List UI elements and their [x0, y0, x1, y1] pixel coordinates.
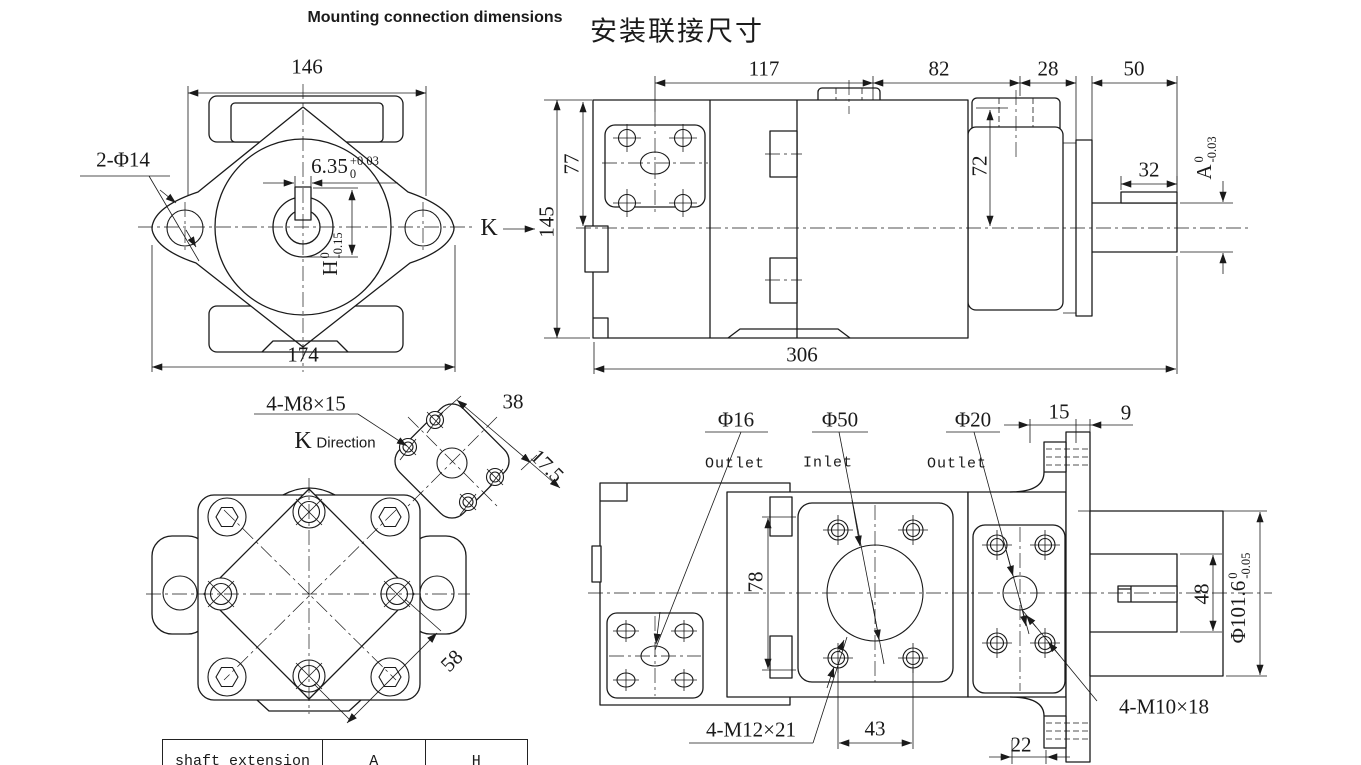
dim-78: 78: [743, 571, 768, 593]
dim-306: 306: [786, 342, 818, 367]
spec-col-h: H: [424, 739, 528, 765]
shaft-height-tolerance: 0-0.15: [317, 232, 345, 259]
title-english: Mounting connection dimensions: [307, 9, 563, 26]
dim-15: 15: [1048, 399, 1070, 424]
spigot-tolerance: 0-0.05: [1225, 552, 1253, 579]
callout-2-phi14: 2-Φ14: [96, 147, 150, 172]
dim-82: 82: [928, 56, 950, 81]
dim-145: 145: [534, 206, 559, 238]
callout-4-m8: 4-M8×15: [266, 391, 346, 416]
dim-50: 50: [1123, 56, 1145, 81]
dim-146: 146: [291, 54, 323, 79]
front-view: [80, 84, 535, 372]
dim-22: 22: [1010, 732, 1032, 757]
callout-phi20: Φ20: [954, 407, 992, 432]
label-outlet-left: Outlet: [704, 455, 766, 473]
dim-9: 9: [1120, 400, 1132, 425]
label-outlet-right: Outlet: [926, 455, 988, 473]
spec-table-header-row: shaft extension A H: [161, 739, 528, 765]
spec-table: shaft extension A H: [161, 739, 528, 765]
dim-43: 43: [864, 716, 886, 741]
dim-38: 38: [502, 389, 524, 414]
title-chinese: 安装联接尺寸: [590, 16, 764, 47]
k-view: [146, 395, 561, 724]
k-direction-letter: K: [294, 428, 312, 454]
dim-32: 32: [1138, 157, 1160, 182]
shaft-dia-tolerance: 0-0.03: [1191, 136, 1219, 163]
callout-4-m12: 4-M12×21: [705, 717, 797, 742]
dim-174: 174: [287, 342, 319, 367]
view-arrow-k: K: [480, 215, 498, 241]
dim-117: 117: [748, 56, 780, 81]
callout-4-m10: 4-M10×18: [1118, 694, 1210, 719]
dim-77: 77: [559, 153, 584, 175]
spec-col-a: A: [322, 739, 426, 765]
callout-phi50: Φ50: [821, 407, 859, 432]
label-inlet: Inlet: [802, 454, 854, 472]
port-view: [588, 419, 1272, 764]
dim-48: 48: [1189, 583, 1214, 605]
callout-phi16: Φ16: [717, 407, 755, 432]
dim-28: 28: [1037, 56, 1059, 81]
side-view: [544, 76, 1252, 374]
dim-72: 72: [967, 155, 992, 177]
spec-col-shaft-extension: shaft extension: [161, 739, 324, 765]
k-direction-label: Direction: [316, 434, 376, 452]
